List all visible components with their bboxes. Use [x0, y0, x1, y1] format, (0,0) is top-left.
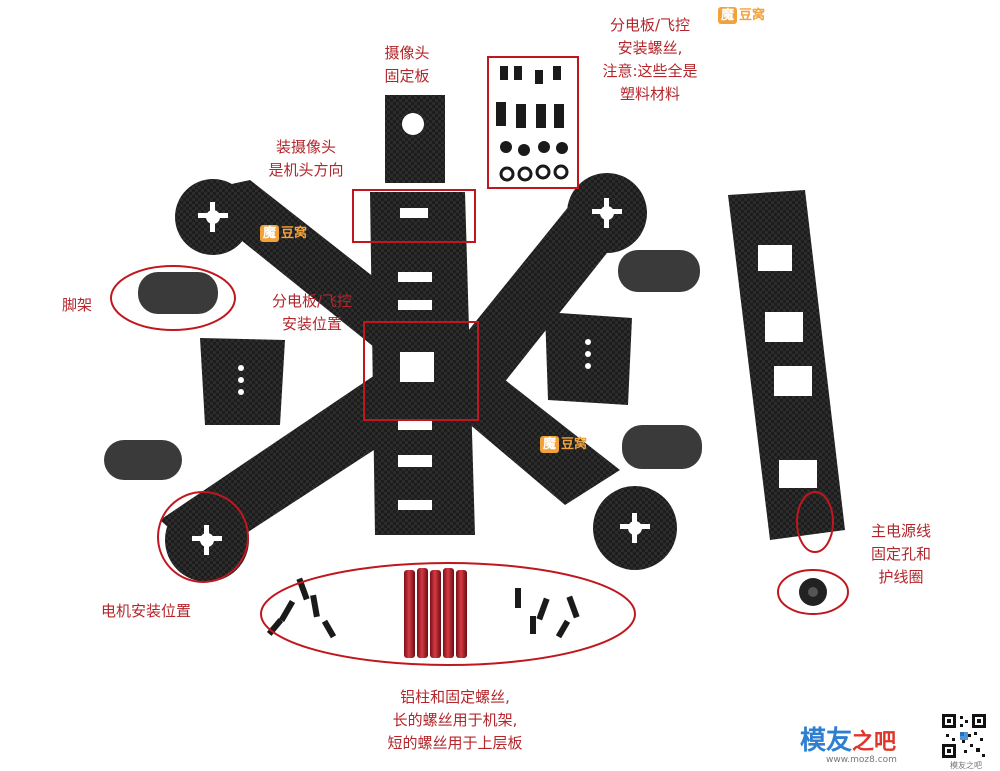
label-motor-position: 电机安装位置 — [86, 600, 206, 623]
label-power-wire-line1: 主电源线 — [870, 522, 931, 540]
main-frame — [160, 173, 677, 582]
site-logo: 模友之吧 — [800, 720, 896, 757]
label-standoffs-line1: 铝柱和固定螺丝, — [400, 688, 510, 706]
site-name-b: 之吧 — [852, 730, 897, 755]
label-pdb-screws-line1: 分电板/飞控 — [609, 16, 691, 34]
watermark-top: 魔豆窝 — [718, 4, 766, 24]
label-power-wire-line2: 固定孔和 — [870, 545, 931, 563]
label-motor-position-text: 电机安装位置 — [100, 602, 191, 620]
site-url: www.moz8.com — [826, 755, 897, 765]
label-camera-direction-line2: 是机头方向 — [268, 161, 344, 179]
watermark-mo: 魔 — [260, 225, 280, 242]
watermark-doudou: 豆窝 — [739, 8, 766, 23]
label-camera-plate-line2: 固定板 — [384, 67, 430, 85]
watermark-doudou: 豆窝 — [281, 226, 308, 241]
label-camera-direction-line1: 装摄像头 — [275, 138, 336, 156]
label-camera-direction: 装摄像头 是机头方向 — [258, 136, 354, 182]
label-pdb-screws: 分电板/飞控 安装螺丝, 注意:这些全是 塑料材料 — [590, 14, 710, 106]
camera-plate — [385, 95, 445, 183]
site-name-a: 模友 — [800, 726, 853, 756]
watermark-mo: 魔 — [540, 436, 560, 453]
label-power-wire-line3: 护线圈 — [878, 568, 924, 586]
label-legs: 脚架 — [52, 294, 102, 317]
plastic-screws — [496, 66, 569, 182]
watermark-doudou: 豆窝 — [561, 437, 588, 452]
annotation-marks — [110, 56, 849, 666]
label-legs-text: 脚架 — [61, 296, 92, 314]
label-standoffs-line2: 长的螺丝用于机架, — [392, 711, 518, 729]
label-standoffs: 铝柱和固定螺丝, 长的螺丝用于机架, 短的螺丝用于上层板 — [360, 686, 550, 755]
top-plate — [728, 190, 845, 540]
label-pdb-screws-line2: 安装螺丝, — [617, 39, 683, 57]
aluminium-standoffs — [404, 568, 467, 658]
label-camera-plate: 摄像头 固定板 — [372, 42, 442, 88]
label-standoffs-line3: 短的螺丝用于上层板 — [387, 734, 523, 752]
watermark-left: 魔豆窝 — [260, 222, 308, 242]
label-pdb-screws-line3: 注意:这些全是 — [602, 62, 698, 80]
label-pdb-position: 分电板/飞控 安装位置 — [252, 290, 372, 336]
watermark-mo: 魔 — [718, 7, 738, 24]
side-plates — [200, 312, 632, 425]
label-camera-plate-line1: 摄像头 — [384, 44, 430, 62]
foam-pads — [104, 250, 702, 480]
label-power-wire: 主电源线 固定孔和 护线圈 — [856, 520, 946, 589]
qr-caption: 模友之吧 — [950, 761, 982, 770]
wire-grommet — [799, 578, 827, 606]
label-pdb-position-line2: 安装位置 — [281, 315, 342, 333]
label-pdb-screws-line4: 塑料材料 — [619, 85, 680, 103]
watermark-center: 魔豆窝 — [540, 433, 588, 453]
qr-code — [940, 712, 988, 760]
label-pdb-position-line1: 分电板/飞控 — [271, 292, 353, 310]
